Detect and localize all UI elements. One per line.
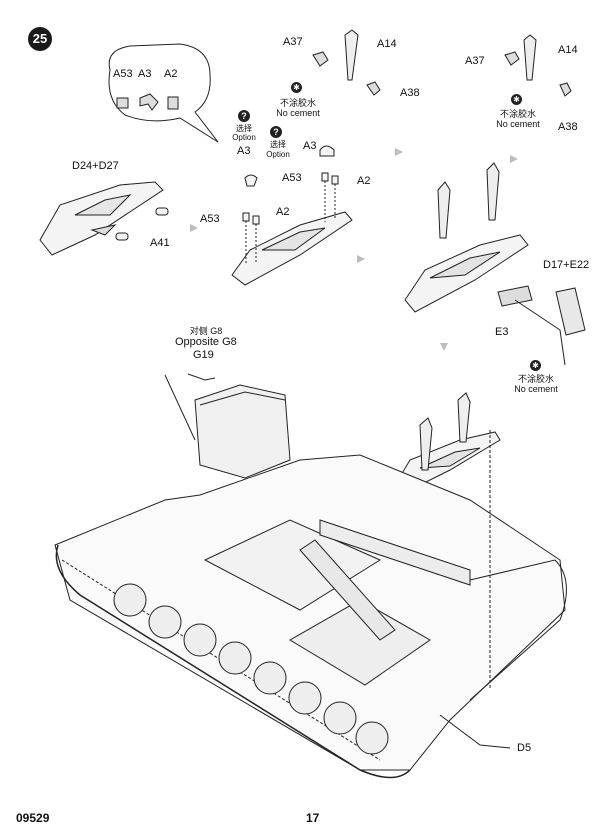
label-no-cement-cn-right2: 不涂胶水 [517,374,554,384]
label-e3: E3 [495,326,509,338]
label-a38-center: A38 [400,87,420,99]
label-a3-detail: A3 [138,68,152,80]
detail-callout-bubble [108,43,219,143]
label-option-cn: 选择 [236,124,252,133]
label-option-cn: 选择 [270,140,286,149]
label-a41: A41 [150,237,170,249]
label-a2-detail: A2 [164,68,178,80]
product-code: 09529 [16,811,50,825]
right-lower-mudguard-part [394,392,501,496]
label-no-cement-cn-right: 不涂胶水 [499,109,536,119]
right-mudguard-part [404,34,586,336]
label-a37-right: A37 [465,55,485,67]
tank-hull [54,384,567,779]
label-a3-option-2: A3 [303,140,317,152]
label-a2-mid-center: A2 [276,206,290,218]
label-a53-detail: A53 [113,68,133,80]
label-a38-right: A38 [558,121,578,133]
label-no-cement-en-right: No cement [496,119,540,129]
step-number-badge: 25 [28,27,52,51]
label-a2-center: A2 [357,175,371,187]
label-a14-center: A14 [377,38,397,50]
label-a53-left-center: A53 [200,213,220,225]
no-cement-icon: ✱ [530,360,541,371]
label-no-cement-en: No cement [276,108,320,118]
label-g8-cn: 对侧 G8 [189,326,223,336]
label-no-cement-en-right2: No cement [514,384,558,394]
no-cement-icon: ✱ [511,94,522,105]
label-no-cement-cn: 不涂胶水 [279,98,316,108]
label-a14-right: A14 [558,44,578,56]
label-d17-e22: D17+E22 [543,259,590,271]
question-circle-icon: ? [270,126,282,138]
center-mudguard-part [231,29,381,286]
label-option-en: Option [266,150,290,159]
label-d24-d27: D24+D27 [72,160,119,172]
no-cement-icon: ✱ [291,82,302,93]
question-circle-icon: ? [238,110,250,122]
label-d5: D5 [517,742,532,754]
label-g19: G19 [193,349,214,361]
label-a53-center: A53 [282,172,302,184]
label-a37-center: A37 [283,36,303,48]
page-number: 17 [306,811,320,825]
flow-arrows [190,148,518,351]
label-opposite-g8: Opposite G8 [175,336,237,348]
label-a3-option: A3 [237,145,251,157]
label-option-en: Option [232,133,256,142]
left-mudguard-part [39,181,169,256]
